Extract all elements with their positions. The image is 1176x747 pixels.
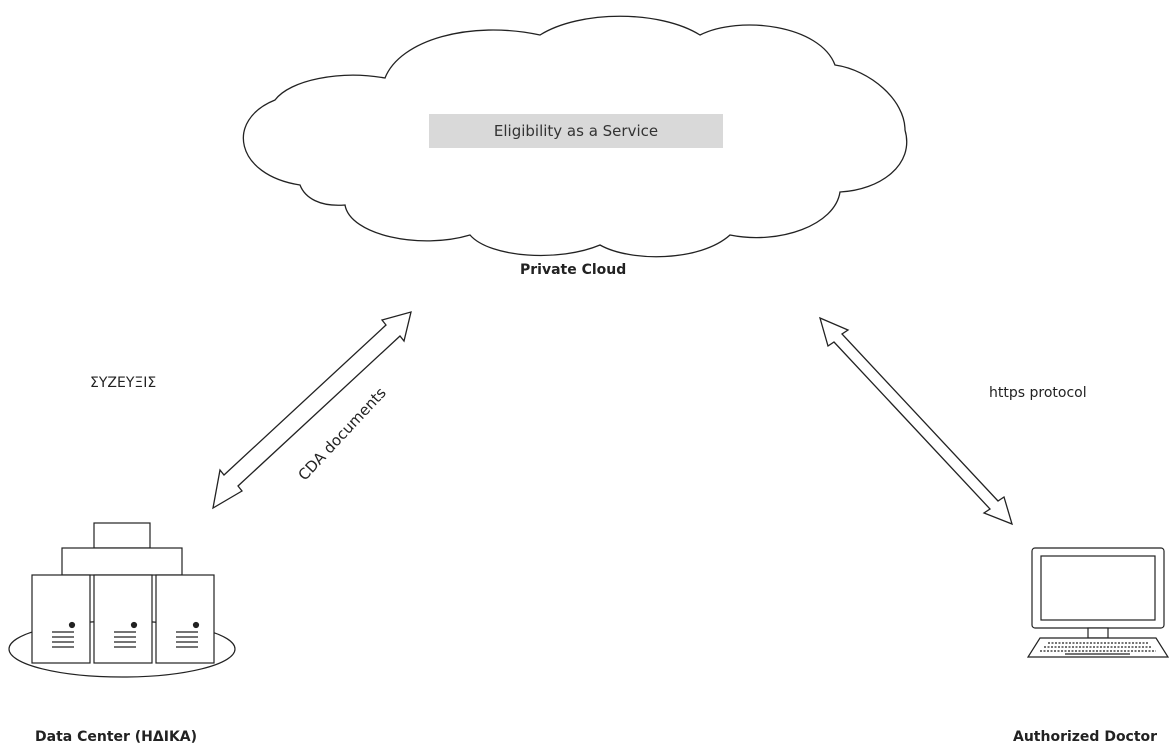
- authorized-doctor-caption: Authorized Doctor: [1013, 729, 1158, 745]
- server-icon: [31, 574, 91, 664]
- service-label: Eligibility as a Service: [493, 122, 659, 140]
- server-icon: [93, 574, 153, 664]
- https-protocol-label: https protocol: [989, 385, 1087, 401]
- left-annotation: ΣΥΖΕΥΞΙΣ: [90, 375, 157, 391]
- https-double-arrow: [818, 316, 1014, 526]
- private-cloud-caption: Private Cloud: [520, 262, 627, 278]
- server-icon: [155, 574, 215, 664]
- data-center-icon: [8, 522, 236, 678]
- computer-icon: [1026, 547, 1170, 658]
- data-center-caption: Data Center (ΗΔΙΚΑ): [35, 729, 198, 745]
- service-label-box: Eligibility as a Service: [429, 114, 723, 148]
- cda-double-arrow: [212, 311, 412, 510]
